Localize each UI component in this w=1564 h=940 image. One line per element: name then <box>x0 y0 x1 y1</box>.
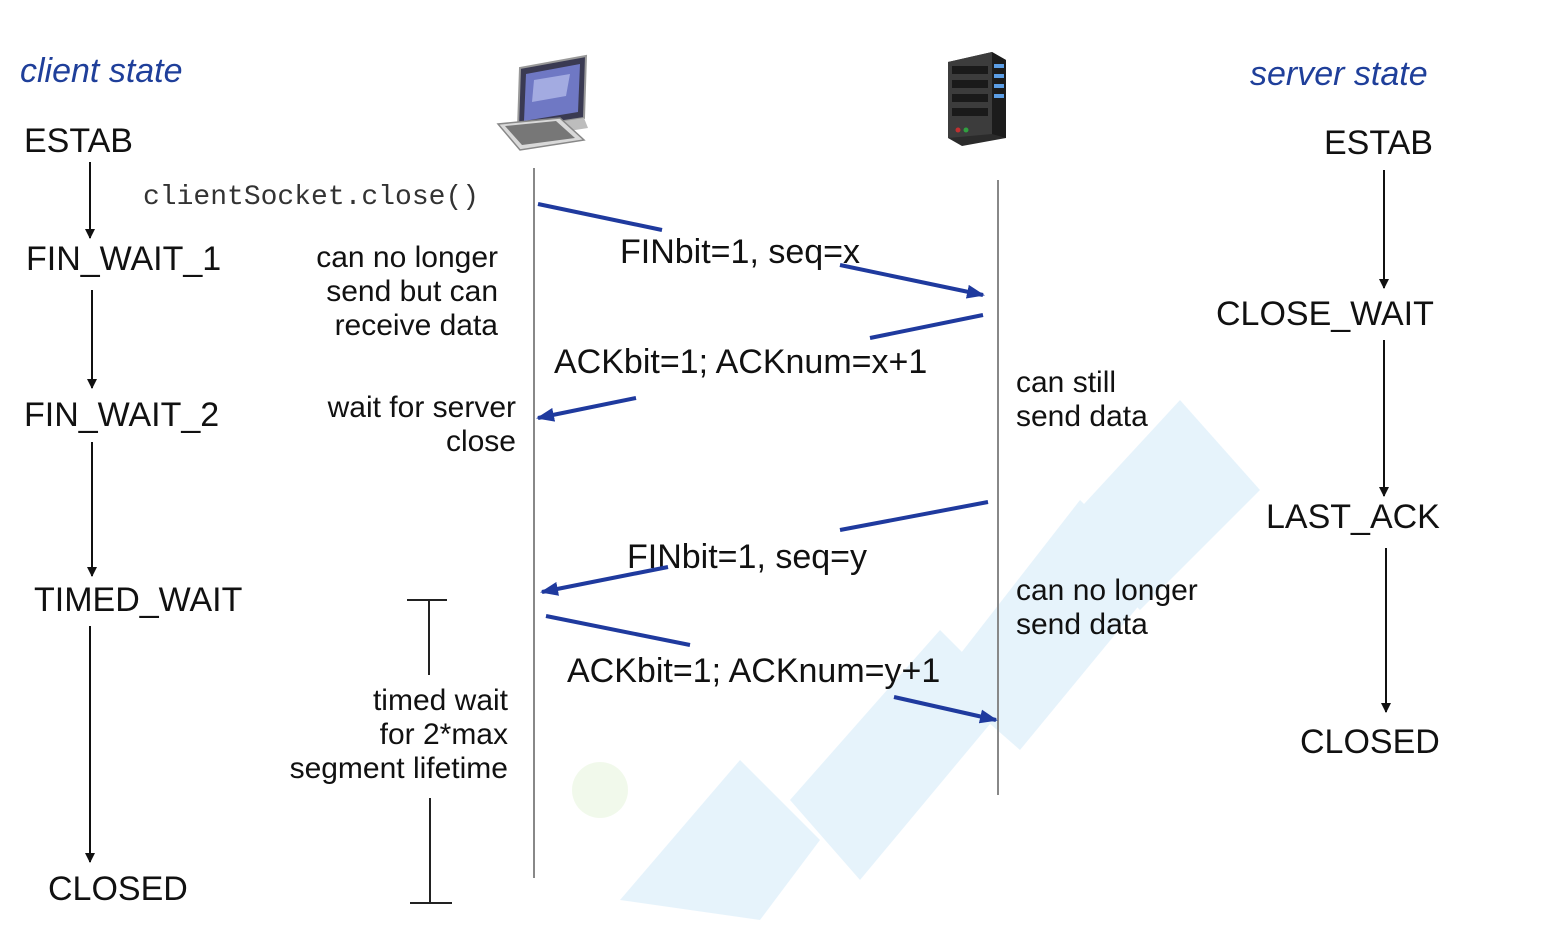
client-state-estab: ESTAB <box>24 122 133 160</box>
note-line: send data <box>1016 400 1148 433</box>
tcp-close-diagram: client state server state ESTAB FIN_WAIT… <box>20 52 1440 920</box>
ack-y-arrow <box>893 695 998 724</box>
note-timed-wait: timed wait for 2*max segment lifetime <box>262 684 508 786</box>
close-call-text: clientSocket.close() <box>143 182 480 213</box>
server-state-close-wait: CLOSE_WAIT <box>1216 295 1434 333</box>
fin-x-arrow-segment <box>537 202 663 232</box>
client-computer-icon <box>496 54 588 151</box>
server-state-last-ack: LAST_ACK <box>1266 498 1440 536</box>
message-ack-y: ACKbit=1; ACKnum=y+1 <box>567 652 941 690</box>
note-line: wait for server <box>327 391 516 424</box>
server-state-closed: CLOSED <box>1300 723 1440 761</box>
fin-y-arrow-segment <box>839 500 989 532</box>
server-state-header: server state <box>1250 55 1428 93</box>
diagram-lines <box>85 52 1391 904</box>
note-line: send but can <box>326 275 498 308</box>
note-wait-server: wait for server close <box>300 391 516 459</box>
message-fin-y: FINbit=1, seq=y <box>627 538 868 576</box>
timed-wait-bracket <box>407 599 452 904</box>
client-state-closed: CLOSED <box>48 870 188 908</box>
note-line: receive data <box>334 309 498 342</box>
client-state-timed-wait: TIMED_WAIT <box>34 581 243 619</box>
client-state-fin-wait-1: FIN_WAIT_1 <box>26 240 222 278</box>
server-tower-icon <box>948 52 1006 146</box>
note-line: can still <box>1016 366 1117 399</box>
note-server-can-send: can still send data <box>1016 366 1148 434</box>
note-server-no-send: can no longer send data <box>1016 574 1198 642</box>
ack-y-arrow-segment <box>545 614 691 647</box>
fin-y-arrow <box>540 565 669 596</box>
note-line: for 2*max <box>379 718 508 751</box>
ack-x-arrow <box>536 396 637 422</box>
note-line: send data <box>1016 608 1148 641</box>
message-fin-x: FINbit=1, seq=x <box>620 233 861 271</box>
note-line: segment lifetime <box>289 752 508 785</box>
note-line: can no longer <box>1016 574 1198 607</box>
message-ack-x: ACKbit=1; ACKnum=x+1 <box>554 343 928 381</box>
fin-x-arrow <box>839 263 985 299</box>
note-line: timed wait <box>372 684 508 717</box>
note-line: close <box>445 425 516 458</box>
server-state-estab: ESTAB <box>1324 124 1433 162</box>
client-state-fin-wait-2: FIN_WAIT_2 <box>24 396 220 434</box>
client-state-header: client state <box>20 52 183 90</box>
note-line: can no longer <box>316 241 498 274</box>
note-client-no-send: can no longer send but can receive data <box>298 241 498 343</box>
ack-x-arrow-segment <box>869 313 984 340</box>
